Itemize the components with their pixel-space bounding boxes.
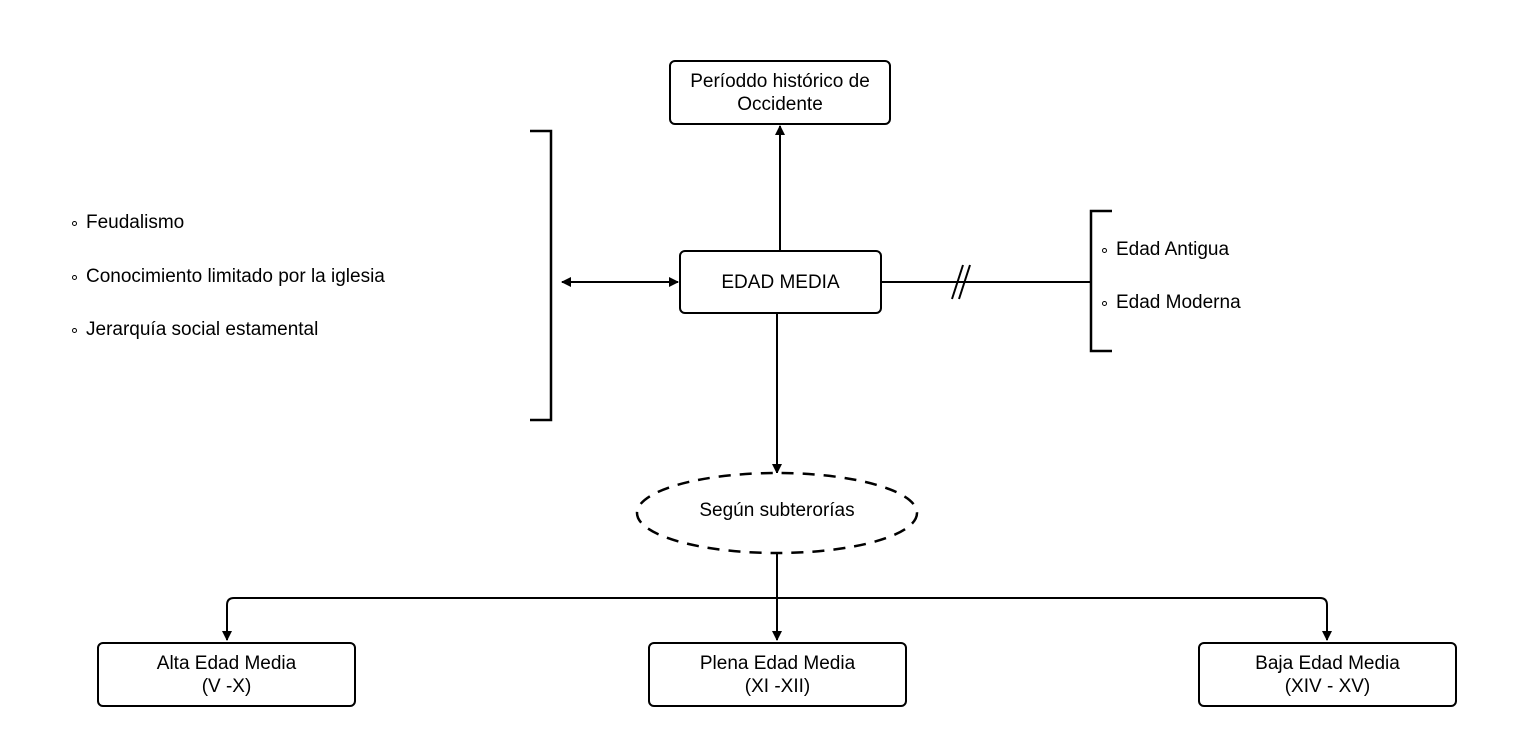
characteristic-text: Conocimiento limitado por la iglesia <box>86 266 385 287</box>
title-node-line1: Períoddo histórico de <box>690 70 870 92</box>
period-name: Plena Edad Media <box>699 652 856 674</box>
central-node: EDAD MEDIA <box>679 250 882 314</box>
period-node-alta: Alta Edad Media (V -X) <box>97 642 356 707</box>
circle-bullet-icon <box>1102 300 1107 306</box>
characteristic-item: Conocimiento limitado por la iglesia <box>72 266 385 288</box>
characteristic-item: Feudalismo <box>72 212 184 234</box>
characteristic-item: Jerarquía social estamental <box>72 319 318 341</box>
title-node: Períoddo histórico de Occidente <box>669 60 891 125</box>
circle-bullet-icon <box>72 327 77 333</box>
period-node-baja: Baja Edad Media (XIV - XV) <box>1198 642 1457 707</box>
title-node-line2: Occidente <box>737 93 823 115</box>
subtheory-label: Según subterorías <box>699 500 855 521</box>
break-slash-2 <box>958 264 971 300</box>
branch-right <box>777 597 1332 641</box>
period-range: (XIV - XV) <box>1284 675 1371 697</box>
excluded-text: Edad Moderna <box>1116 292 1241 313</box>
characteristic-text: Jerarquía social estamental <box>86 319 319 340</box>
period-range: (V -X) <box>201 675 252 697</box>
period-range: (XI -XII) <box>744 675 811 697</box>
break-slash-1 <box>951 264 964 300</box>
circle-bullet-icon <box>1102 247 1107 253</box>
circle-bullet-icon <box>72 274 77 280</box>
central-node-label: EDAD MEDIA <box>721 271 840 293</box>
period-name: Baja Edad Media <box>1255 652 1400 674</box>
period-node-plena: Plena Edad Media (XI -XII) <box>648 642 907 707</box>
circle-bullet-icon <box>72 220 77 226</box>
right-bracket <box>1089 209 1112 353</box>
branch-left <box>222 597 777 641</box>
characteristic-text: Feudalismo <box>86 212 185 233</box>
excluded-text: Edad Antigua <box>1116 239 1230 260</box>
period-name: Alta Edad Media <box>156 652 297 674</box>
excluded-item: Edad Antigua <box>1102 239 1229 261</box>
left-bracket <box>530 129 553 422</box>
excluded-item: Edad Moderna <box>1102 292 1241 314</box>
